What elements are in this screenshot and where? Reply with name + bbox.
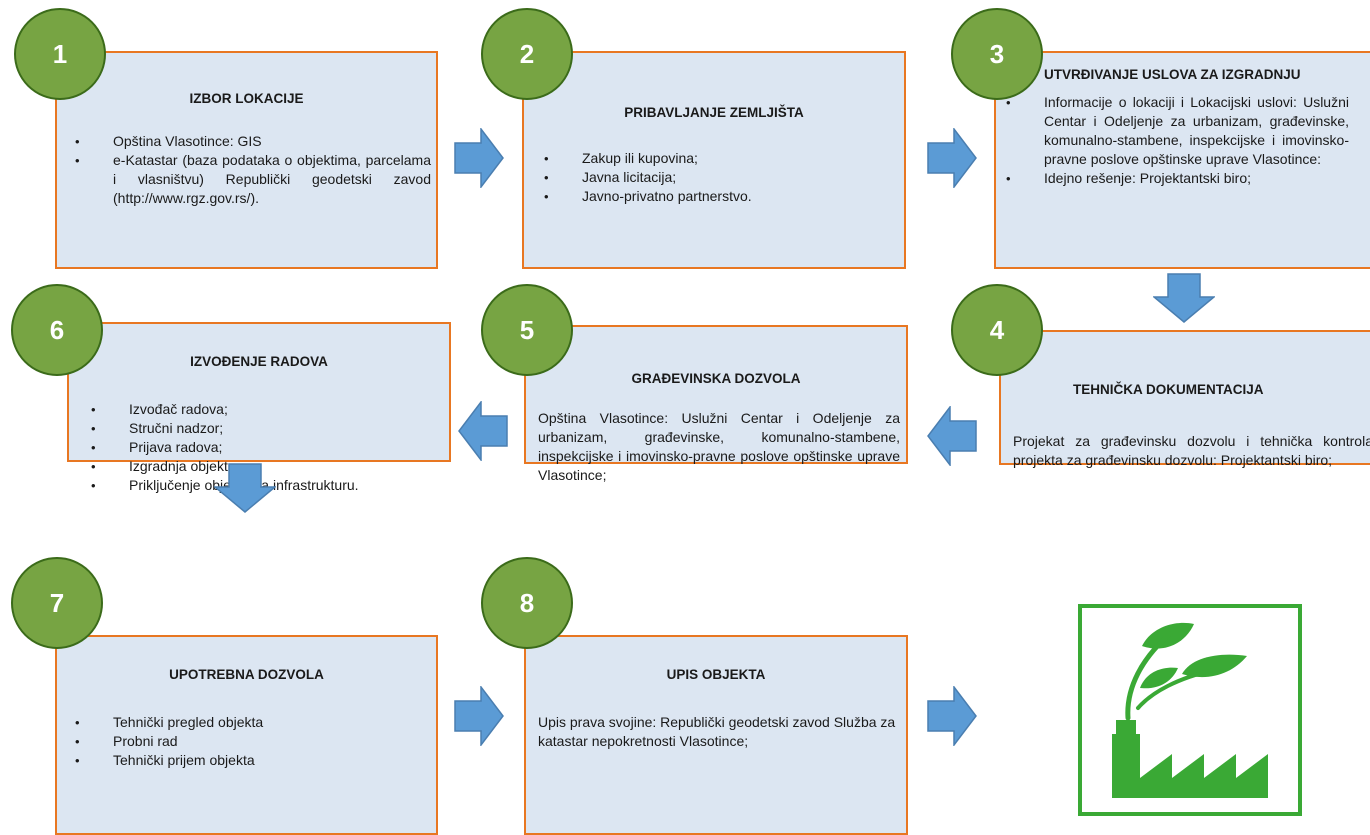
step-title: UPIS OBJEKTA [666,667,766,682]
step-box-1: IZBOR LOKACIJE Opština Vlasotince: GIS e… [55,51,438,269]
step-bullets: Tehnički pregled objekta Probni rad Tehn… [73,713,428,770]
step-box-6: IZVOĐENJE RADOVA Izvođač radova; Stručni… [67,322,451,495]
arrow-right-icon [454,686,504,746]
step-box-8: UPIS OBJEKTA Upis prava svojine: Republi… [524,635,908,835]
list-item: Prijava radova; [89,438,444,457]
step-box-7: UPOTREBNA DOZVOLA Tehnički pregled objek… [55,635,438,835]
step-number-badge: 3 [951,8,1043,100]
step-title: UPOTREBNA DOZVOLA [169,667,324,682]
arrow-right-icon [454,128,504,188]
list-item: Tehnički prijem objekta [73,751,428,770]
step-box-2: PRIBAVLJANJE ZEMLJIŠTA Zakup ili kupovin… [522,51,906,269]
factory-leaves-icon [1078,604,1302,816]
list-item: Stručni nadzor; [89,419,444,438]
step-title: IZVOĐENJE RADOVA [190,354,328,369]
step-box-5: GRAĐEVINSKA DOZVOLA Opština Vlasotince: … [524,325,908,483]
step-title: TEHNIČKA DOKUMENTACIJA [1073,382,1264,397]
step-title: IZBOR LOKACIJE [189,91,304,106]
step-box-4: TEHNIČKA DOKUMENTACIJA Projekat za građe… [999,330,1370,468]
step-number-badge: 8 [481,557,573,649]
list-item: Zakup ili kupovina; [542,149,892,168]
arrow-down-icon [214,463,276,513]
step-box-3: UTVRĐIVANJE USLOVA ZA IZGRADNJU Informac… [994,51,1370,269]
list-item: Tehnički pregled objekta [73,713,428,732]
arrow-right-icon [927,686,977,746]
list-item: Izvođač radova; [89,400,444,419]
factory-graphic [1112,622,1268,798]
step-number-badge: 6 [11,284,103,376]
arrow-left-icon [927,406,977,466]
step-title: GRAĐEVINSKA DOZVOLA [631,371,801,386]
step-title: UTVRĐIVANJE USLOVA ZA IZGRADNJU [1044,67,1301,82]
step-bullets: Opština Vlasotince: GIS e-Katastar (baza… [73,132,431,208]
list-item: Javna licitacija; [542,168,892,187]
step-number-badge: 5 [481,284,573,376]
list-item: e-Katastar (baza podataka o objektima, p… [73,151,431,208]
arrow-right-icon [927,128,977,188]
step-title: PRIBAVLJANJE ZEMLJIŠTA [624,105,804,120]
arrow-left-icon [458,401,508,461]
step-bullets: Zakup ili kupovina; Javna licitacija; Ja… [542,149,892,206]
step-bullets: Informacije o lokaciji i Lokacijski uslo… [1004,93,1349,188]
step-description: Upis prava svojine: Republički geodetski… [538,714,896,749]
arrow-down-icon [1153,273,1215,323]
step-number-badge: 1 [14,8,106,100]
step-description: Projekat za građevinsku dozvolu i tehnič… [1013,433,1370,468]
step-number-badge: 4 [951,284,1043,376]
list-item: Opština Vlasotince: GIS [73,132,431,151]
list-item: Izgradnja objekta; [89,457,444,476]
list-item: Idejno rešenje: Projektantski biro; [1004,169,1349,188]
step-number-badge: 7 [11,557,103,649]
list-item: Probni rad [73,732,428,751]
step-description: Opština Vlasotince: Uslužni Centar i Ode… [538,410,900,483]
list-item: Javno-privatno partnerstvo. [542,187,892,206]
step-number-badge: 2 [481,8,573,100]
list-item: Informacije o lokaciji i Lokacijski uslo… [1004,93,1349,169]
